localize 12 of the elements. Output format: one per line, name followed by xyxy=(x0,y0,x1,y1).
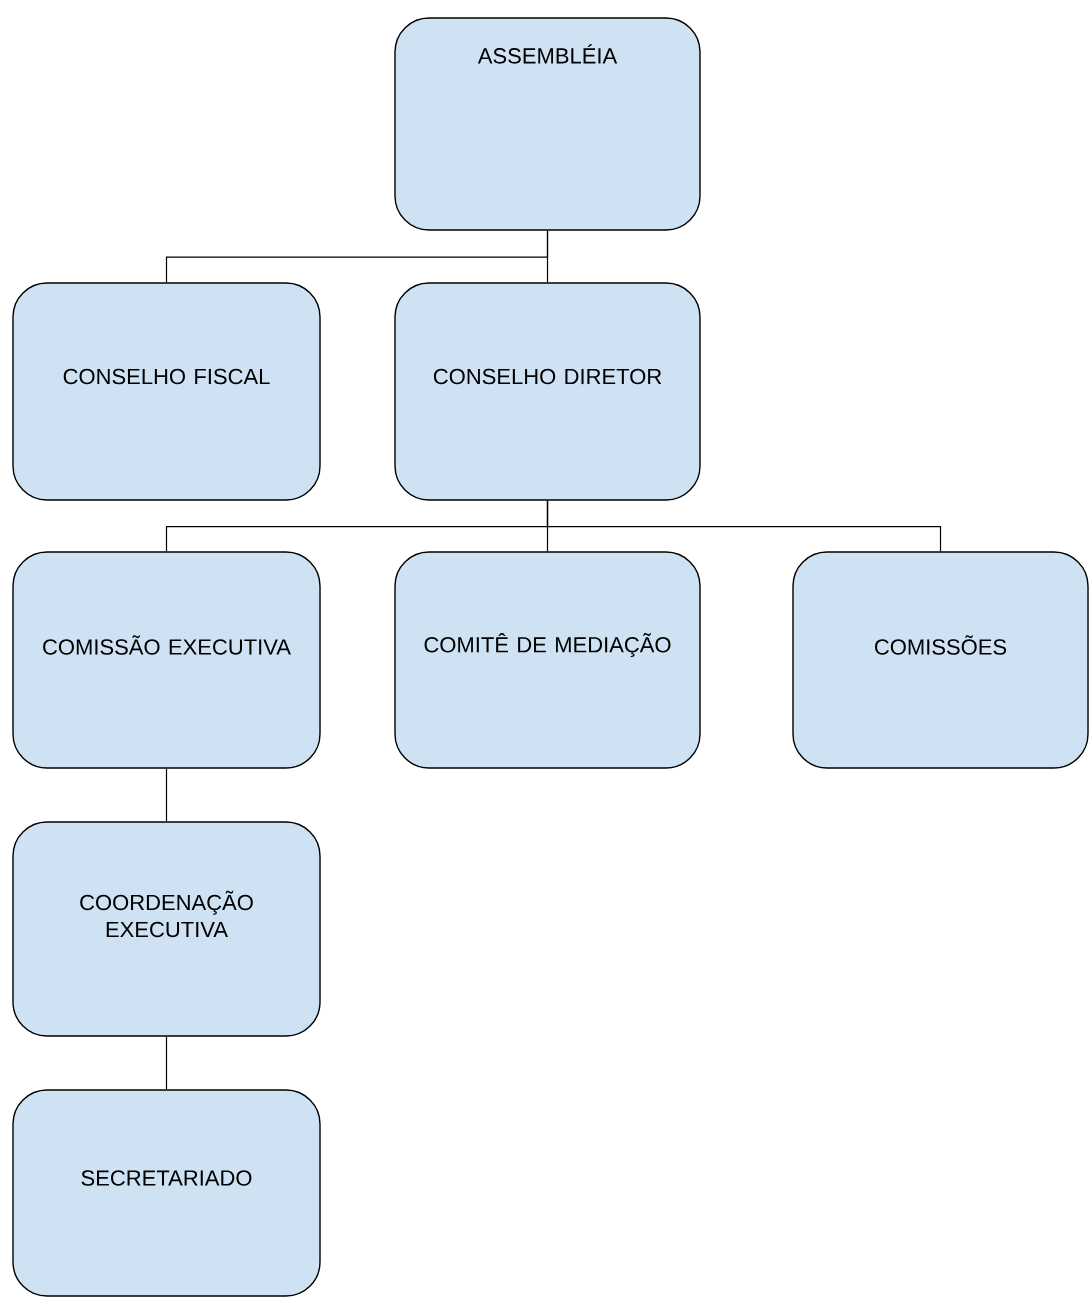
org-box: COMITÊ DE MEDIAÇÃO xyxy=(394,551,701,769)
connector-line xyxy=(165,768,168,822)
org-box: CONSELHO DIRETOR xyxy=(394,282,701,501)
connector-line xyxy=(546,500,942,552)
org-box: COMISSÕES xyxy=(792,551,1089,769)
connector-line xyxy=(165,1036,168,1090)
org-box: COORDENAÇÃO EXECUTIVA xyxy=(12,821,321,1037)
org-box: SECRETARIADO xyxy=(12,1089,321,1297)
org-box: COMISSÃO EXECUTIVA xyxy=(12,551,321,769)
org-box: ASSEMBLÉIA xyxy=(394,17,701,231)
org-box: CONSELHO FISCAL xyxy=(12,282,321,501)
connector-line xyxy=(546,230,549,283)
